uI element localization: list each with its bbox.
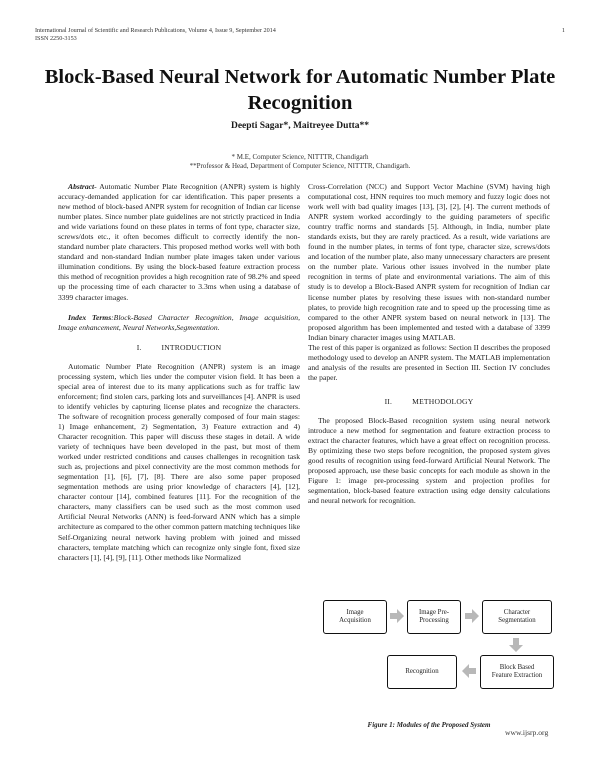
paper-title: Block-Based Neural Network for Automatic… (44, 66, 556, 114)
arrow-right-icon (465, 609, 479, 623)
abstract: Abstract- Automatic Number Plate Recogni… (58, 182, 300, 303)
intro-paragraph-2: Cross-Correlation (NCC) and Support Vect… (308, 182, 550, 342)
left-column: Abstract- Automatic Number Plate Recogni… (58, 182, 300, 563)
index-terms: Index Terms:Block-Based Character Recogn… (58, 313, 300, 333)
issn: ISSN 2250-3153 (35, 35, 77, 42)
module-image-preprocessing: Image Pre-Processing (407, 600, 461, 634)
right-column: Cross-Correlation (NCC) and Support Vect… (308, 182, 550, 506)
arrow-right-icon (390, 609, 404, 623)
abstract-label: Abstract (68, 182, 95, 191)
intro-paragraph-3: The rest of this paper is organized as f… (308, 342, 550, 382)
affiliation-1: * M.E, Computer Science, NITTTR, Chandig… (231, 153, 369, 161)
section-heading-introduction: I.INTRODUCTION (136, 342, 222, 352)
journal-citation: International Journal of Scientific and … (35, 27, 276, 34)
section-heading-methodology: II.METHODOLOGY (384, 396, 474, 406)
arrow-left-icon (462, 664, 476, 678)
intro-paragraph-1: Automatic Number Plate Recognition (ANPR… (58, 361, 300, 562)
affiliation-2: **Professor & Head, Department of Comput… (189, 162, 411, 170)
page-number: 1 (561, 27, 565, 34)
abstract-text: - Automatic Number Plate Recognition (AN… (58, 182, 300, 302)
arrow-down-icon (509, 638, 523, 652)
index-terms-text: :Block-Based Character Recognition, Imag… (58, 312, 300, 332)
module-recognition: Recognition (387, 655, 457, 689)
footer-website: www.ijsrp.org (505, 728, 549, 737)
authors: Deepti Sagar*, Maitreyee Dutta** (230, 121, 370, 131)
figure-1-caption: Figure 1: Modules of the Proposed System (367, 721, 491, 729)
affiliations: * M.E, Computer Science, NITTTR, Chandig… (0, 153, 600, 171)
index-terms-label: Index Terms (68, 312, 112, 322)
running-header: International Journal of Scientific and … (35, 27, 565, 43)
methodology-paragraph-1: The proposed Block-Based recognition sys… (308, 415, 550, 506)
